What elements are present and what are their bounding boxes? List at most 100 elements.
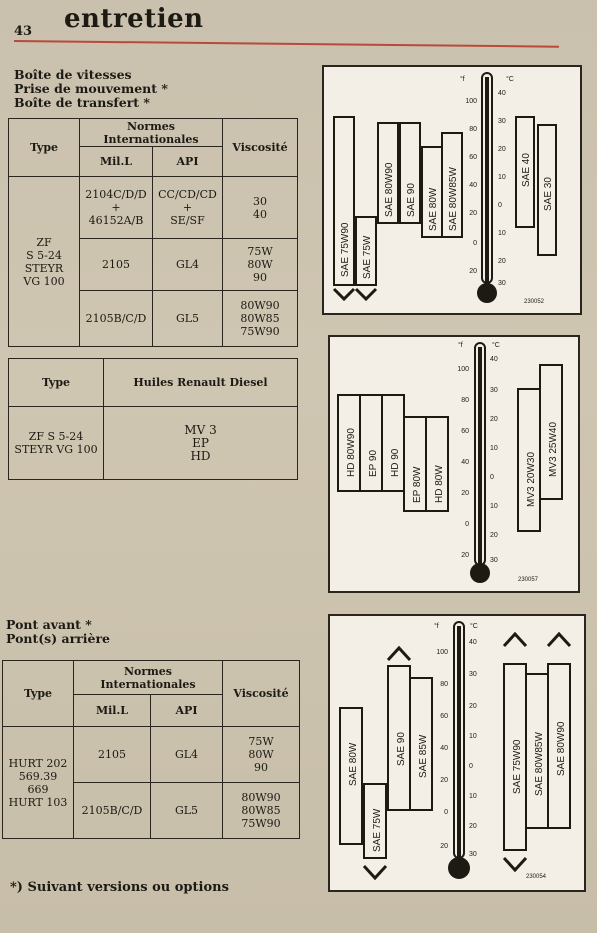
f-tick: 0 <box>465 521 469 528</box>
col-viscosite: Viscosité <box>222 118 298 177</box>
viscosity-bar <box>339 707 363 845</box>
text-line: 80W85 <box>240 312 280 325</box>
huiles-cell: MV 3 EP HD <box>103 406 298 480</box>
c-tick: 20 <box>490 532 498 539</box>
c-tick: 20 <box>490 416 498 423</box>
api-cell: GL4 <box>152 238 223 291</box>
viscosity-bar <box>409 677 433 811</box>
bar-label: SAE 80W90 <box>556 721 567 776</box>
mil-cell: 2104C/D/D + 46152A/B <box>79 176 153 239</box>
bar-label: SAE 75W <box>362 235 373 279</box>
f-tick: 80 <box>461 397 469 404</box>
f-tick: 0 <box>444 809 448 816</box>
viscosity-chart-panel: °f °C 100 80 60 40 20 0 20 40 30 20 10 0… <box>328 335 580 593</box>
c-tick: 30 <box>469 671 477 678</box>
text-line: MV 3 <box>184 422 217 437</box>
f-tick: 100 <box>457 366 469 373</box>
text-line: 80W90 <box>241 791 281 804</box>
f-tick: 20 <box>461 490 469 497</box>
viscosity-bar <box>377 122 399 224</box>
viscosity-chart-panel: °f °C 100 80 60 40 20 0 20 40 30 20 10 0… <box>322 65 582 315</box>
bar-label: MV3 20W30 <box>526 452 537 507</box>
figure-code: 230054 <box>526 874 547 880</box>
text-line: HD <box>190 448 211 463</box>
viscosity-bar <box>399 122 421 224</box>
bar-label: HD 80W90 <box>346 428 357 477</box>
text-line: ZF S 5-24 <box>28 430 84 443</box>
viscosity-bar <box>515 116 535 228</box>
heading-line: Boîte de transfert * <box>14 95 150 110</box>
bar-label: EP 90 <box>368 450 379 477</box>
f-tick: 20 <box>461 552 469 559</box>
col-viscosite: Viscosité <box>222 660 300 727</box>
c-tick: 10 <box>490 445 498 452</box>
api-cell: GL4 <box>150 726 223 783</box>
mil-cell: 2105B/C/D <box>73 782 151 839</box>
c-tick: 0 <box>498 202 502 209</box>
c-tick: 30 <box>498 118 506 125</box>
text-line: 80W <box>248 748 274 761</box>
arrow-up-icon <box>386 645 412 662</box>
text-line: 30 <box>253 194 267 208</box>
text-line: 90 <box>253 271 267 284</box>
text-line: HURT 202 <box>8 756 68 770</box>
viscosity-bar <box>547 663 571 829</box>
c-tick: 40 <box>469 639 477 646</box>
f-tick: 0 <box>473 240 477 247</box>
f-tick: 20 <box>469 268 477 275</box>
visc-cell: 75W 80W 90 <box>222 238 298 291</box>
f-tick: 20 <box>440 777 448 784</box>
text-line: 40 <box>253 207 267 221</box>
mil-cell: 2105B/C/D <box>79 290 153 347</box>
table-gearbox-norms: Type Normes Internationales Viscosité Mi… <box>8 118 298 347</box>
f-tick: 40 <box>440 745 448 752</box>
f-tick: 60 <box>469 154 477 161</box>
visc-cell: 75W 80W 90 <box>222 726 300 783</box>
c-tick: 40 <box>498 90 506 97</box>
heading-line: Pont(s) arrière <box>6 631 110 646</box>
api-cell: GL5 <box>152 290 223 347</box>
figure-code: 230057 <box>518 577 539 583</box>
bar-label: SAE 80W <box>348 742 359 786</box>
bar-label: HD 90 <box>390 448 401 477</box>
viscosity-chart: °f °C 100 80 60 40 20 0 20 40 30 20 10 0… <box>339 621 572 881</box>
section2-heading: Pont avant * Pont(s) arrière <box>6 618 110 646</box>
text-line: 90 <box>254 761 268 774</box>
col-api: API <box>152 146 223 177</box>
col-normes: Normes Internationales <box>79 118 223 147</box>
section1-heading: Boîte de vitesses Prise de mouvement * B… <box>14 68 168 110</box>
f-tick: 20 <box>469 210 477 217</box>
col-mil: Mil.L <box>79 146 153 177</box>
c-tick: 10 <box>498 230 506 237</box>
text-line: VG 100 <box>23 274 65 288</box>
text-line: 75W90 <box>240 325 280 338</box>
bar-label: SAE 80W90 <box>384 162 395 217</box>
col-type: Type <box>8 118 80 177</box>
f-tick: 80 <box>469 126 477 133</box>
visc-cell: 30 40 <box>222 176 298 239</box>
c-tick: 20 <box>498 146 506 153</box>
arrow-down-icon <box>362 864 388 881</box>
bar-label: SAE 75W <box>372 808 383 852</box>
type-cell: ZF S 5-24 STEYR VG 100 <box>8 406 104 480</box>
col-huiles: Huiles Renault Diesel <box>103 358 298 407</box>
viscosity-bar <box>539 364 563 500</box>
bar-label: SAE 80W85W <box>534 732 545 796</box>
arrow-down-icon <box>354 287 378 302</box>
c-tick: 30 <box>498 280 506 287</box>
c-tick: 0 <box>490 474 494 481</box>
text-line: 75W <box>248 735 274 748</box>
col-api: API <box>150 694 223 727</box>
mil-cell: 2105 <box>73 726 151 783</box>
viscosity-chart: °f °C 100 80 60 40 20 0 20 40 30 20 10 0… <box>337 341 563 583</box>
thermometer-bulb <box>448 857 470 879</box>
col-mil: Mil.L <box>73 694 151 727</box>
text-line: 2104C/D/D + <box>85 188 147 214</box>
visc-cell: 80W90 80W85 75W90 <box>222 782 300 839</box>
type-cell: ZF S 5-24 STEYR VG 100 <box>8 176 80 347</box>
bar-label: SAE 80W85W <box>448 167 459 231</box>
f-tick: 40 <box>461 459 469 466</box>
c-tick: 20 <box>498 258 506 265</box>
c-tick: 30 <box>490 387 498 394</box>
text-line: CC/CD/CD + <box>158 188 217 214</box>
